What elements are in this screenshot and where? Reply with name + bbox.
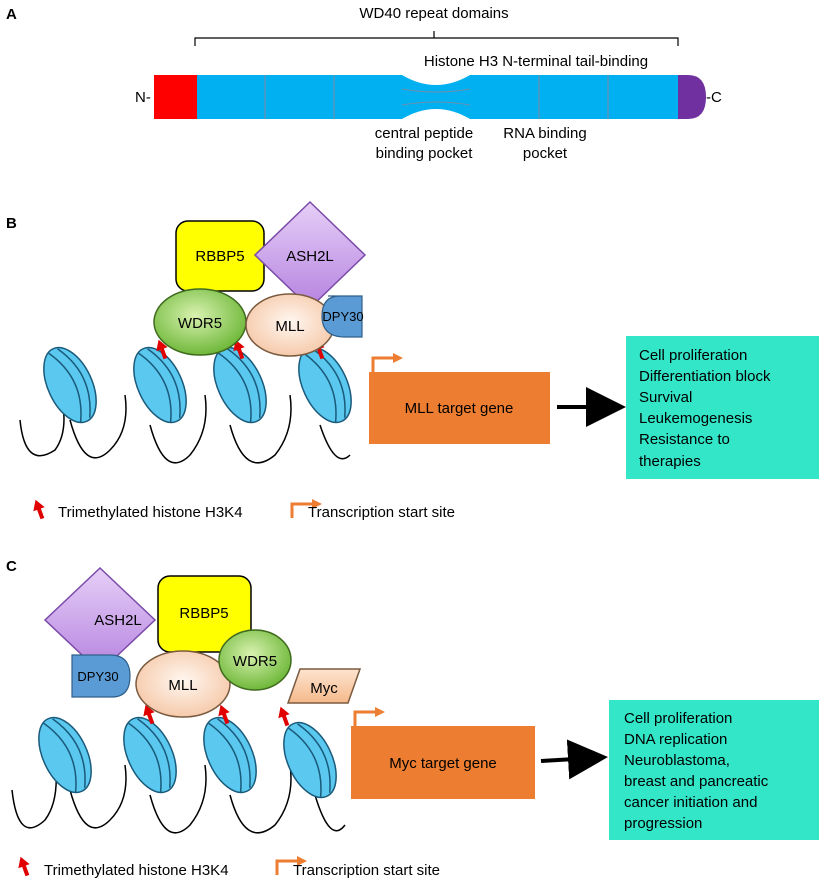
h3k4-arrow-c-3 bbox=[272, 702, 296, 730]
mll-oval-c bbox=[135, 650, 231, 718]
mll-label: MLL bbox=[275, 318, 304, 335]
wd40-domain-left bbox=[197, 75, 402, 119]
panel-c: C ASH2L RBBP5 DPY30 MLL WDR5 Myc Myc tar… bbox=[6, 558, 819, 880]
legend-tss-label-c: Transcription start site bbox=[293, 862, 440, 879]
outcome-c-2: Neuroblastoma, bbox=[624, 752, 730, 769]
histone-binding-label: Histone H3 N-terminal tail-binding bbox=[424, 53, 648, 70]
outcome-b-1: Differentiation block bbox=[639, 368, 771, 385]
rbbp5-label: RBBP5 bbox=[195, 248, 244, 265]
outcome-b-0: Cell proliferation bbox=[639, 347, 747, 364]
wdr5-oval-c bbox=[218, 629, 292, 691]
central-pocket-label-2: binding pocket bbox=[376, 145, 474, 162]
rna-pocket-label-1: RNA binding bbox=[503, 125, 586, 142]
panel-a-letter: A bbox=[6, 6, 17, 23]
wd40-label: WD40 repeat domains bbox=[359, 5, 508, 22]
tss-arrow-b bbox=[371, 351, 405, 374]
outcome-c-0: Cell proliferation bbox=[624, 710, 732, 727]
central-pocket-label-1: central peptide bbox=[375, 125, 473, 142]
legend-h3k4-icon-b bbox=[27, 495, 51, 523]
panel-b: B RBBP5 ASH2L WDR5 MLL DPY30 MLL target … bbox=[6, 200, 819, 523]
outcome-b-4: Resistance to bbox=[639, 431, 730, 448]
wdr5-label-c: WDR5 bbox=[233, 653, 277, 670]
wdr5-label: WDR5 bbox=[178, 315, 222, 332]
outcome-box-b bbox=[626, 336, 819, 479]
nucleosome-1 bbox=[32, 338, 108, 432]
myc-target-gene-label: Myc target gene bbox=[389, 755, 497, 772]
outcome-c-5: progression bbox=[624, 815, 702, 832]
nucleosome-c-3 bbox=[192, 708, 268, 802]
legend-h3k4-label-c: Trimethylated histone H3K4 bbox=[44, 862, 229, 879]
mll-label-c: MLL bbox=[168, 677, 197, 694]
outcome-b-2: Survival bbox=[639, 389, 692, 406]
dna-strand-c bbox=[11, 759, 346, 834]
outcome-b-3: Leukemogenesis bbox=[639, 410, 752, 427]
rbbp5-box-c bbox=[157, 575, 252, 653]
legend-h3k4-icon-c bbox=[12, 852, 36, 880]
outcome-arrow-c bbox=[540, 739, 608, 780]
myc-label: Myc bbox=[310, 680, 338, 697]
c-terminus-label: -C bbox=[706, 89, 722, 106]
rbbp5-label-c: RBBP5 bbox=[179, 605, 228, 622]
dpy30-label-c: DPY30 bbox=[77, 669, 118, 684]
panel-a: A WD40 repeat domains Histone H3 N-termi… bbox=[6, 5, 722, 162]
nucleosome-c-4 bbox=[272, 713, 348, 807]
wd40-bracket bbox=[194, 31, 679, 46]
ash2l-label: ASH2L bbox=[286, 248, 334, 265]
ash2l-label-c: ASH2L bbox=[94, 612, 142, 629]
dna-strand bbox=[19, 389, 351, 464]
c-terminal-domain bbox=[678, 75, 706, 119]
rna-pocket-label-2: pocket bbox=[523, 145, 568, 162]
dpy30-cap bbox=[321, 295, 363, 338]
nucleosome-c-2 bbox=[112, 708, 188, 802]
panel-c-letter: C bbox=[6, 558, 17, 575]
n-terminal-domain bbox=[154, 75, 197, 119]
panel-b-letter: B bbox=[6, 215, 17, 232]
n-terminus-label: N- bbox=[135, 89, 151, 106]
tss-arrow-c bbox=[353, 705, 387, 728]
myc-box bbox=[286, 668, 362, 704]
outcome-c-3: breast and pancreatic bbox=[624, 773, 769, 790]
legend-tss-label-b: Transcription start site bbox=[308, 504, 455, 521]
outcome-b-5: therapies bbox=[639, 453, 701, 470]
nucleosome-c-1 bbox=[27, 708, 103, 802]
wd40-domain-right bbox=[470, 75, 678, 119]
dpy30-label: DPY30 bbox=[322, 309, 363, 324]
legend-h3k4-label-b: Trimethylated histone H3K4 bbox=[58, 504, 243, 521]
myc-target-gene-box bbox=[351, 726, 535, 799]
dpy30-cap-c bbox=[71, 654, 131, 698]
outcome-c-4: cancer initiation and bbox=[624, 794, 757, 811]
outcome-c-1: DNA replication bbox=[624, 731, 727, 748]
central-pocket-shape bbox=[402, 75, 470, 119]
outcome-box-c bbox=[609, 700, 819, 840]
mll-target-gene-label: MLL target gene bbox=[405, 400, 514, 417]
mll-target-gene-box bbox=[369, 372, 550, 444]
